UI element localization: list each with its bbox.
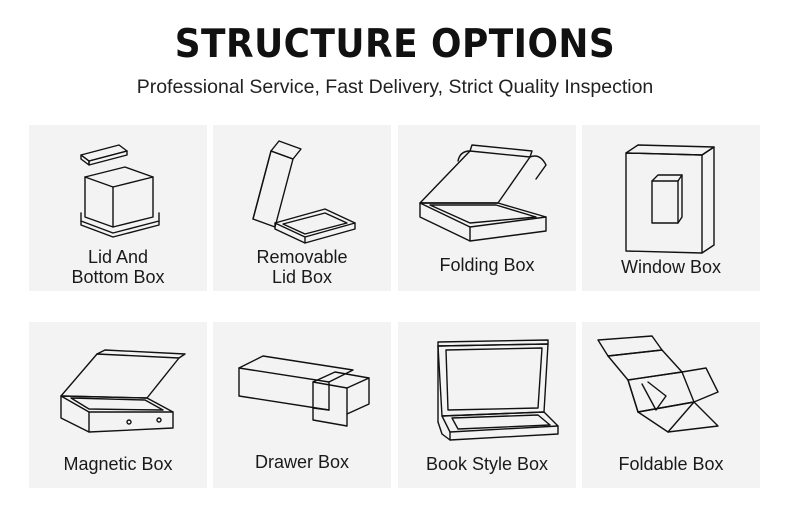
option-card-window-box: Window Box (582, 125, 760, 291)
magnetic-box-icon (60, 349, 186, 433)
folding-box-icon (419, 144, 547, 242)
option-label: Drawer Box (254, 452, 350, 472)
option-card-drawer-box: Drawer Box (213, 322, 391, 488)
foldable-box-icon (597, 335, 719, 433)
option-label: Window Box (620, 257, 722, 277)
removable-lid-box-icon (252, 140, 356, 244)
lid-and-bottom-box-icon (80, 144, 160, 238)
option-label: Lid And (87, 247, 149, 267)
option-label: Lid Box (271, 267, 333, 287)
option-label: Foldable Box (618, 454, 724, 474)
window-box-icon (625, 144, 715, 254)
option-label: Removable (256, 247, 348, 267)
option-label: Book Style Box (425, 454, 549, 474)
book-style-box-icon (437, 339, 559, 441)
drawer-box-icon (238, 355, 370, 427)
option-label: Bottom Box (71, 267, 165, 287)
option-card-magnetic-box: Magnetic Box (29, 322, 207, 488)
option-card-folding-box: Folding Box (398, 125, 576, 291)
option-label: Magnetic Box (63, 454, 173, 474)
page-title: STRUCTURE OPTIONS (174, 22, 616, 67)
page-subtitle: Professional Service, Fast Delivery, Str… (136, 76, 654, 98)
option-card-book-style-box: Book Style Box (398, 322, 576, 488)
option-label: Folding Box (439, 255, 535, 275)
option-card-foldable-box: Foldable Box (582, 322, 760, 488)
option-card-lid-and-bottom-box: Lid And Bottom Box (29, 125, 207, 291)
option-card-removable-lid-box: Removable Lid Box (213, 125, 391, 291)
structure-options-grid: Lid And Bottom Box Removable Lid Box (29, 125, 761, 489)
